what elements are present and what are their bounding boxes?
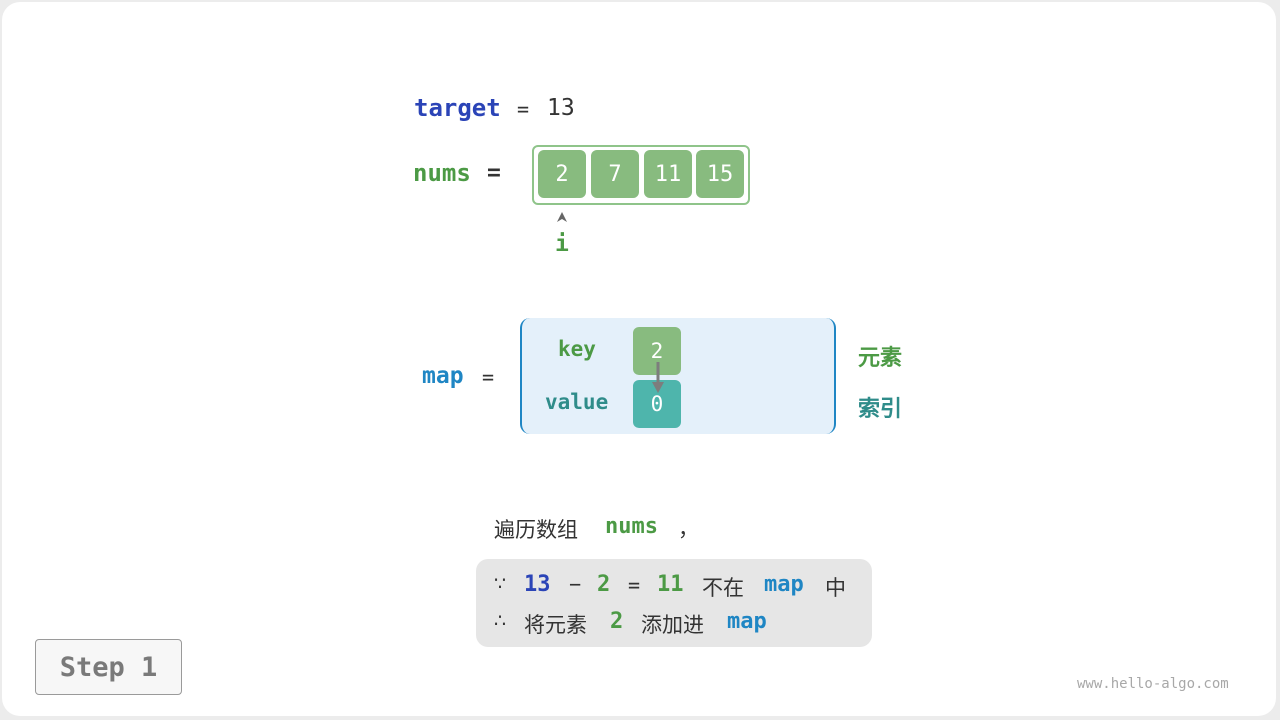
explanation-panel — [476, 559, 872, 647]
map-value-label: value — [545, 390, 609, 414]
intro-var: nums — [605, 514, 658, 539]
pointer-label: i — [555, 231, 569, 257]
nums-equals: = — [487, 160, 501, 186]
array-cell: 2 — [538, 150, 586, 198]
intro-text: 遍历数组 — [494, 518, 578, 542]
intro-comma: ， — [678, 517, 699, 541]
step-button[interactable]: Step 1 — [35, 639, 182, 695]
line1-a: 13 — [524, 572, 551, 597]
line1-c: 11 — [657, 572, 684, 597]
therefore-symbol: ∴ — [494, 610, 507, 632]
line1-eq: = — [628, 573, 641, 597]
array-cell: 11 — [644, 150, 692, 198]
line1-map: map — [764, 572, 804, 597]
line2-text: 将元素 — [524, 613, 587, 637]
map-key-label: key — [558, 337, 596, 361]
watermark: www.hello-algo.com — [1077, 676, 1229, 692]
key-to-value-arrow-icon — [652, 362, 664, 393]
target-label: target — [414, 94, 501, 122]
line2-map: map — [727, 609, 767, 634]
array-cell: 15 — [696, 150, 744, 198]
line1-b: 2 — [597, 572, 611, 597]
nums-label: nums — [413, 159, 471, 187]
line2-num: 2 — [610, 609, 624, 634]
pointer-arrow-icon — [557, 212, 567, 222]
key-caption: 元素 — [858, 346, 903, 371]
map-label: map — [422, 363, 464, 389]
array-cell: 7 — [591, 150, 639, 198]
value-caption: 索引 — [858, 397, 903, 422]
line1-tail: 中 — [825, 576, 846, 600]
line2-text2: 添加进 — [641, 613, 704, 637]
target-equals: = — [517, 97, 530, 121]
line1-text: 不在 — [702, 576, 744, 600]
target-value: 13 — [547, 95, 575, 121]
line1-minus: − — [569, 572, 582, 596]
map-equals: = — [482, 365, 495, 389]
because-symbol: ∵ — [494, 573, 507, 595]
